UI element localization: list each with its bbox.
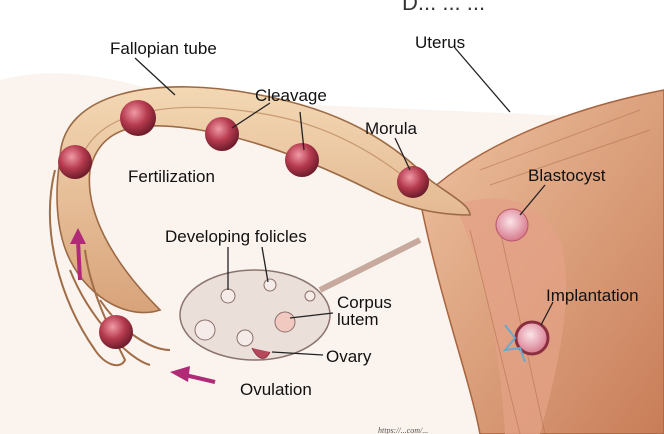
implantation-label: Implantation [546, 287, 639, 304]
egg-cell [58, 145, 92, 179]
fertilization-label: Fertilization [128, 168, 215, 185]
arrow-up-icon [78, 240, 80, 280]
morula-label: Morula [365, 120, 417, 137]
follicle [221, 289, 235, 303]
corpus-luteum [275, 312, 295, 332]
uterus-label: Uterus [415, 34, 465, 51]
fertilized-egg [120, 100, 156, 136]
follicle [264, 279, 276, 291]
corpus-luteum-label-line2: lutem [337, 311, 392, 328]
ovary-label: Ovary [326, 348, 371, 365]
follicle [237, 330, 253, 346]
ovary [180, 270, 330, 360]
blastocyst-label: Blastocyst [528, 167, 605, 184]
fallopian-tube-label: Fallopian tube [110, 40, 217, 57]
corpus-luteum-label-line1: Corpus [337, 294, 392, 311]
header-fragment: D... ... ... [402, 0, 485, 14]
developing-follicles-label: Developing folicles [165, 228, 307, 245]
ovulated-egg [99, 315, 133, 349]
ovulation-label: Ovulation [240, 381, 312, 398]
blastocyst-cell [496, 209, 528, 241]
cleavage-label: Cleavage [255, 87, 327, 104]
cleavage-cell [285, 143, 319, 177]
corpus-luteum-label: Corpus lutem [337, 294, 392, 328]
cleavage-cell [205, 117, 239, 151]
morula-cell [397, 166, 429, 198]
follicle [195, 320, 215, 340]
source-credit: https://...com/... [378, 426, 428, 434]
follicle [305, 291, 315, 301]
